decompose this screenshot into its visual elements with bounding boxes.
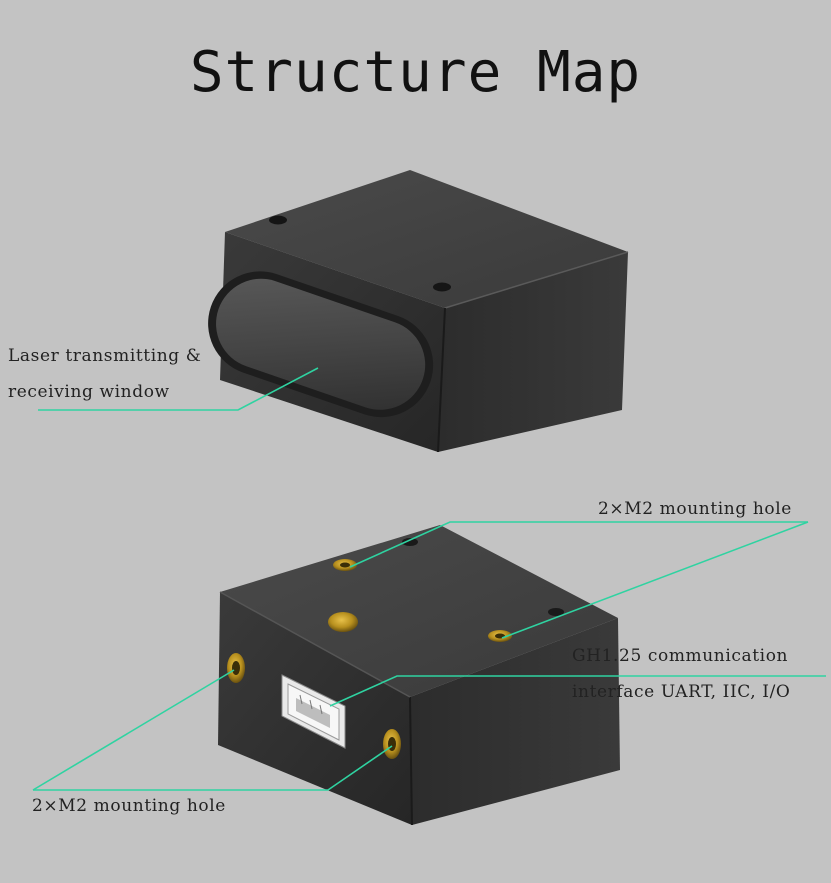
label-window-line2: receiving window xyxy=(8,382,170,402)
top-screw-side xyxy=(548,608,564,616)
leader-lines xyxy=(32,367,826,791)
label-window-line1: Laser transmitting & xyxy=(8,346,202,366)
laser-window xyxy=(208,271,434,418)
lower-module xyxy=(218,525,620,826)
leader-top-mount-right-2 xyxy=(501,521,809,639)
upper-module-side-face xyxy=(438,252,628,452)
lower-module-top-face xyxy=(220,525,618,697)
upper-module-top-face xyxy=(225,170,628,308)
label-comm-line2: interface UART, IIC, I/O xyxy=(572,682,791,702)
leader-window xyxy=(38,367,319,411)
label-top-mounting-hole: 2×M2 mounting hole xyxy=(598,499,792,519)
label-comm-line1: GH1.25 communication xyxy=(572,646,789,666)
lower-module-side-face xyxy=(410,618,620,825)
label-bottom-mounting-hole: 2×M2 mounting hole xyxy=(32,796,226,816)
leader-comm xyxy=(329,675,826,707)
page-title: Structure Map xyxy=(189,40,642,105)
leader-bottom-mount xyxy=(33,745,393,791)
top-screw-back xyxy=(402,538,418,546)
top-alignment-pin xyxy=(328,612,358,632)
leader-top-mount-right xyxy=(349,521,808,568)
upper-module xyxy=(208,170,629,453)
upper-screw-left xyxy=(269,215,287,225)
gh125-connector xyxy=(281,674,346,749)
leader-bottom-mount-2 xyxy=(32,669,235,791)
upper-screw-right xyxy=(433,282,451,292)
